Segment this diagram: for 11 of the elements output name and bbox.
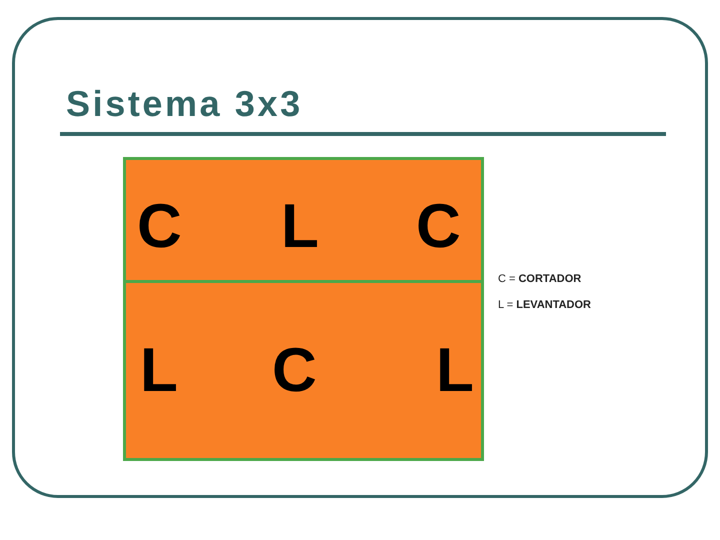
slide-title: Sistema 3x3: [66, 82, 303, 126]
player-letter: C: [137, 196, 182, 258]
legend-text: L = LEVANTADOR: [498, 299, 592, 312]
legend-text: C = CORTADOR: [498, 273, 582, 286]
court-zone: [123, 157, 484, 283]
player-letter: L: [140, 340, 178, 402]
player-letter: L: [281, 196, 319, 258]
player-letter: L: [436, 340, 474, 402]
player-letter: C: [272, 340, 317, 402]
player-letter: C: [416, 196, 461, 258]
court-zone: [123, 280, 484, 461]
